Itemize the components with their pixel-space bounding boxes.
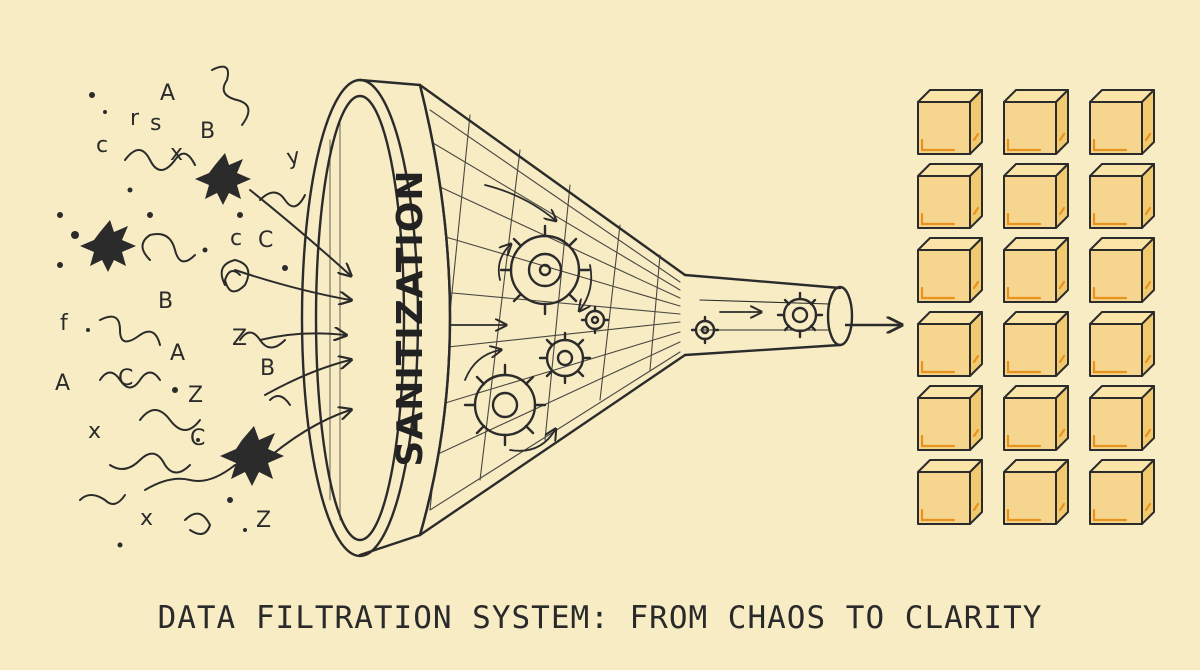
scribble — [184, 512, 212, 535]
chaos-glyph: x — [170, 141, 183, 166]
chaos-glyph: A — [170, 341, 185, 366]
output-cube — [1089, 311, 1155, 377]
flow-arrow — [580, 264, 593, 310]
chaos-glyph: B — [158, 289, 173, 314]
flow-arrow — [464, 350, 500, 381]
output-cube — [1003, 163, 1069, 229]
spout-opening — [826, 285, 854, 347]
chaos-glyph: C — [258, 228, 273, 253]
gear-icon — [580, 305, 610, 335]
chaos-glyph: Z — [232, 326, 247, 351]
chaos-glyph: s — [150, 111, 161, 136]
scribble — [220, 258, 250, 293]
chaos-glyph: C — [118, 366, 133, 391]
gear-icon — [499, 224, 591, 316]
output-cube — [1089, 385, 1155, 451]
arrow-in — [264, 360, 350, 396]
funnel-cone — [418, 353, 687, 537]
chaos-glyph: x — [88, 419, 101, 444]
diagram-caption: DATA FILTRATION SYSTEM: FROM CHAOS TO CL… — [157, 600, 1043, 636]
chaos-glyph: B — [260, 356, 275, 381]
scribble — [269, 395, 291, 406]
chaos-glyph: r — [130, 106, 140, 131]
gear-icon — [690, 315, 720, 345]
gear-icon — [538, 331, 592, 385]
chaos-glyph: x — [140, 506, 153, 531]
flow-arrow — [484, 184, 555, 220]
scribble — [139, 409, 201, 431]
funnel-label: SANITIZATION — [390, 169, 431, 466]
scribble — [79, 494, 126, 505]
chaos-glyph: y — [285, 144, 302, 171]
chaos-glyph: A — [160, 81, 175, 106]
output-cube — [917, 89, 983, 155]
funnel-rim — [314, 94, 406, 542]
output-cube — [917, 459, 983, 525]
funnel-rim — [300, 78, 420, 558]
ink-splat — [80, 220, 136, 272]
arrow-in — [234, 269, 350, 300]
scribble — [144, 464, 236, 491]
scribble — [109, 452, 191, 474]
output-cube-grid — [917, 89, 1155, 525]
gear-icon — [776, 291, 824, 339]
ink-splat — [220, 426, 284, 486]
output-cube — [917, 385, 983, 451]
output-cube — [1003, 459, 1069, 525]
funnel-mesh — [419, 109, 681, 511]
scribble — [99, 315, 161, 346]
ink-dots — [57, 92, 288, 548]
funnel-spout — [683, 343, 842, 357]
output-cube — [1089, 163, 1155, 229]
chaos-glyph: B — [200, 119, 215, 144]
chaos-glyph: c — [96, 133, 108, 158]
output-cube — [917, 311, 983, 377]
flow-arrow — [509, 430, 555, 452]
gear-icon — [463, 363, 547, 447]
scribble — [99, 371, 161, 389]
chaos-glyph: Z — [256, 508, 271, 533]
output-cube — [917, 163, 983, 229]
funnel-cone — [418, 83, 687, 277]
scribble — [211, 65, 250, 126]
output-cube — [1003, 385, 1069, 451]
funnel-spout — [683, 273, 842, 290]
sanitization-funnel: SANITIZATION — [300, 78, 854, 558]
arrow-in — [249, 189, 350, 275]
output-cube — [1003, 237, 1069, 303]
funnel-rim — [358, 78, 422, 87]
chaos-glyph: c — [230, 226, 242, 251]
chaos-glyph: C — [190, 426, 205, 451]
output-cube — [1003, 311, 1069, 377]
scribble — [141, 233, 196, 263]
chaos-glyph: f — [60, 311, 69, 336]
output-cube — [1089, 89, 1155, 155]
output-cube — [917, 237, 983, 303]
output-cube — [1089, 237, 1155, 303]
flow-arrow — [497, 245, 510, 281]
chaos-glyph: A — [55, 371, 70, 396]
output-cube — [1003, 89, 1069, 155]
ink-splat — [195, 153, 251, 205]
scribble — [124, 149, 196, 171]
chaos-glyph: Z — [188, 383, 203, 408]
scribble — [259, 191, 306, 208]
output-cube — [1089, 459, 1155, 525]
